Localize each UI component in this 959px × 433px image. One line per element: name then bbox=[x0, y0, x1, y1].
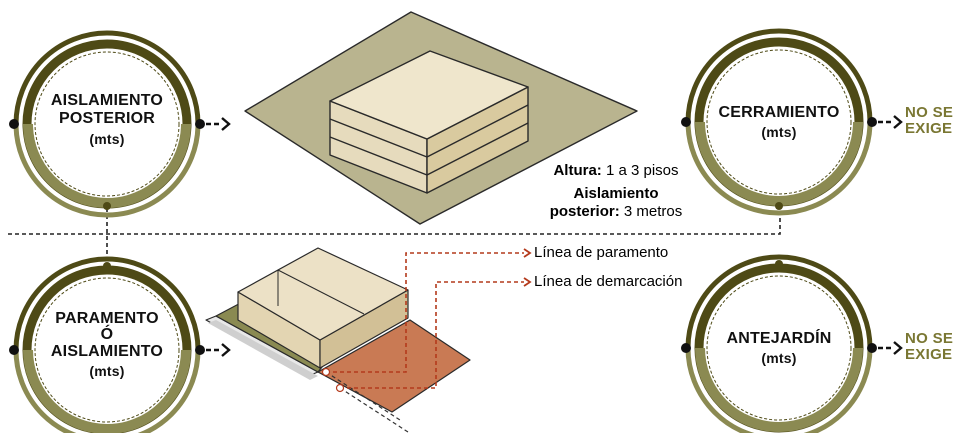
badge-antejardin-text: ANTEJARDÍN (mts) bbox=[704, 330, 854, 366]
badge-title: CERRAMIENTO bbox=[718, 104, 840, 121]
legend-linea-paramento: Línea de paramento bbox=[534, 244, 669, 261]
value-line: NO SE bbox=[905, 104, 954, 121]
altura-row: Altura: 1 a 3 pisos bbox=[528, 162, 704, 180]
value-line: EXIGE bbox=[905, 345, 953, 363]
cerramiento-value: NO SE EXIGE bbox=[905, 105, 953, 137]
badge-cerramiento bbox=[681, 28, 877, 216]
building-lot-icon bbox=[205, 247, 471, 433]
badge-unit: (mts) bbox=[761, 124, 797, 141]
aislamiento-label: Aislamiento bbox=[573, 185, 659, 202]
badge-title: POSTERIOR bbox=[58, 110, 156, 128]
arrow-right-icon bbox=[878, 341, 903, 355]
arrow-right-icon bbox=[206, 117, 231, 131]
marker-paramento bbox=[321, 367, 331, 377]
arrow-right-icon bbox=[523, 248, 532, 258]
divider-line bbox=[8, 208, 781, 235]
badge-aislamiento-posterior bbox=[9, 30, 205, 218]
aislamiento-row: Aislamiento bbox=[528, 185, 704, 203]
badge-title: Ó bbox=[100, 326, 114, 344]
badge-title: ANTEJARDÍN bbox=[726, 330, 832, 347]
badge-title: PARAMENTO bbox=[55, 310, 159, 327]
building-3-floors-icon bbox=[244, 11, 638, 225]
badge-unit: (mts) bbox=[89, 363, 125, 380]
altura-value: 1 a 3 pisos bbox=[601, 162, 679, 179]
legend-linea-demarcacion: Línea de demarcación bbox=[534, 273, 683, 290]
badge-unit: (mts) bbox=[761, 350, 797, 367]
badge-paramento bbox=[9, 256, 205, 433]
leader-linea-demarcacion bbox=[340, 281, 524, 389]
aislamiento-row-2: posterior: 3 metros bbox=[528, 203, 704, 221]
badge-aislamiento-posterior-text: AISLAMIENTO POSTERIOR (mts) bbox=[32, 92, 182, 147]
aislamiento-value: 3 metros bbox=[619, 203, 683, 220]
arrow-right-icon bbox=[523, 277, 532, 287]
aislamiento-label-2: posterior: bbox=[549, 203, 620, 220]
badge-title: AISLAMIENTO bbox=[50, 92, 164, 109]
badge-cerramiento-text: CERRAMIENTO (mts) bbox=[704, 104, 854, 140]
altura-label: Altura: bbox=[553, 162, 602, 179]
badge-paramento-text: PARAMENTO Ó AISLAMIENTO (mts) bbox=[32, 310, 182, 379]
badge-title: AISLAMIENTO bbox=[50, 342, 164, 360]
badge-unit: (mts) bbox=[89, 130, 125, 147]
arrow-right-icon bbox=[878, 115, 903, 129]
value-line: EXIGE bbox=[905, 119, 953, 137]
marker-demarcacion bbox=[335, 383, 345, 393]
value-line: NO SE bbox=[905, 330, 954, 347]
arrow-right-icon bbox=[206, 343, 231, 357]
antejardin-value: NO SE EXIGE bbox=[905, 331, 953, 363]
info-block: Altura: 1 a 3 pisos Aislamiento posterio… bbox=[528, 162, 704, 221]
badge-antejardin bbox=[681, 254, 877, 433]
